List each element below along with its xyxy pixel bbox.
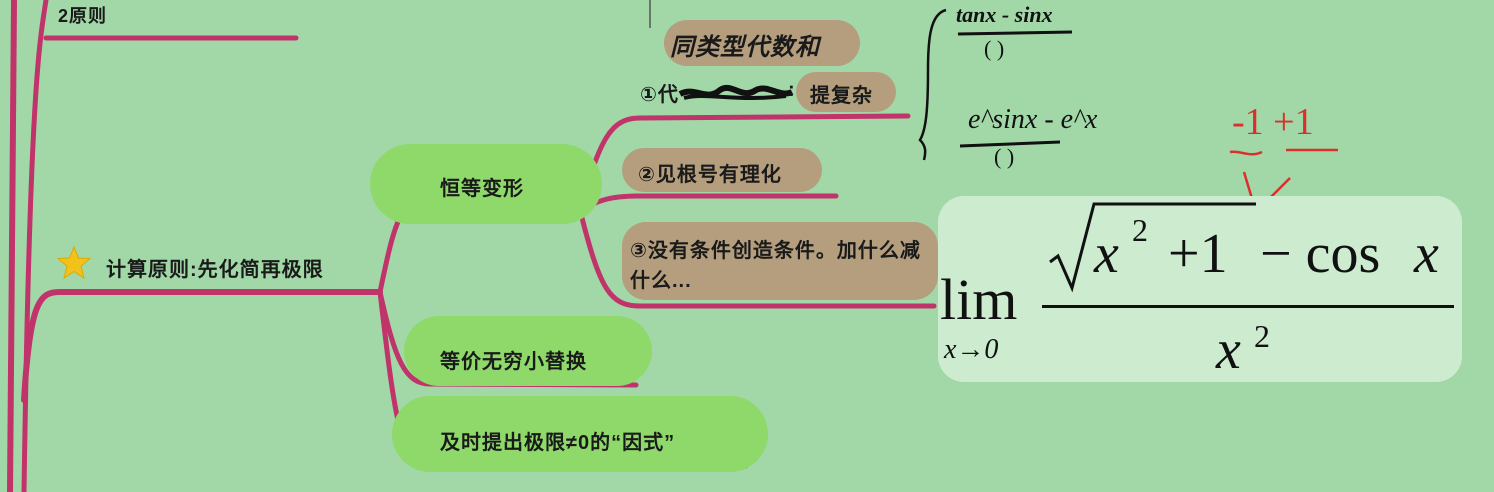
branch-label-equivalent-infinitesimal: 等价无穷小替换 [440,351,587,373]
handwritten-parens-2: ( ) [994,144,1015,169]
formula-exp: 2 [1132,212,1148,248]
handwritten-numerator-1: tanx - sinx [956,2,1053,27]
formula-fraction-bar [1042,305,1454,308]
formula-denominator-x: x [1216,319,1241,381]
sub-item-1-tail-bg [796,72,896,112]
sub-item-1-prefix[interactable]: ①代 [640,84,679,106]
formula-lim-sub: x→0 [944,334,999,365]
sub-item-2-label[interactable]: ②见根号有理化 [638,164,782,186]
formula-x: x [1094,223,1119,285]
handwritten-note-bg [664,20,860,66]
brace-mark [918,8,947,161]
branch-node-identity-transform[interactable] [370,144,602,224]
branch-node-equivalent-infinitesimal[interactable] [404,316,652,386]
formula-minus-cos: − cos [1260,223,1381,285]
trunk-lines [7,0,383,492]
star-icon [56,246,92,280]
sub-item-3-label[interactable]: ③没有条件创造条件。加什么减什么... [630,240,921,292]
branch-node-extract-factor[interactable] [392,396,768,472]
handwritten-numerator-2: e^sinx - e^x [968,104,1098,135]
red-annotation-text: -1 +1 [1232,101,1314,143]
sub-item-2-bg [622,148,822,192]
sub-item-1-colon: : [788,79,796,101]
formula-plus-one: +1 [1168,223,1228,285]
top-item-label: 2原则 [58,6,108,26]
formula-lim: lim [940,267,1018,332]
sub-item-3-bg [622,222,938,300]
formula-box [938,196,1462,382]
formula-x-cos: x [1414,223,1439,285]
radical-sign [1049,202,1256,293]
handwritten-note: 同类型代数和 [670,32,820,61]
fraction-line-1 [957,30,1073,36]
formula-denominator-exp: 2 [1254,318,1270,354]
scribble-mark [678,85,794,100]
sub-item-1-tail[interactable]: 提复杂 [810,85,873,107]
root-node-label[interactable]: 计算原则:先化简再极限 [106,259,324,281]
fraction-line-2 [959,140,1061,148]
branch-label-identity-transform: 恒等变形 [440,178,524,200]
branch-label-extract-factor: 及时提出极限≠0的“因式” [440,432,676,454]
handwritten-parens-1: ( ) [984,36,1005,61]
